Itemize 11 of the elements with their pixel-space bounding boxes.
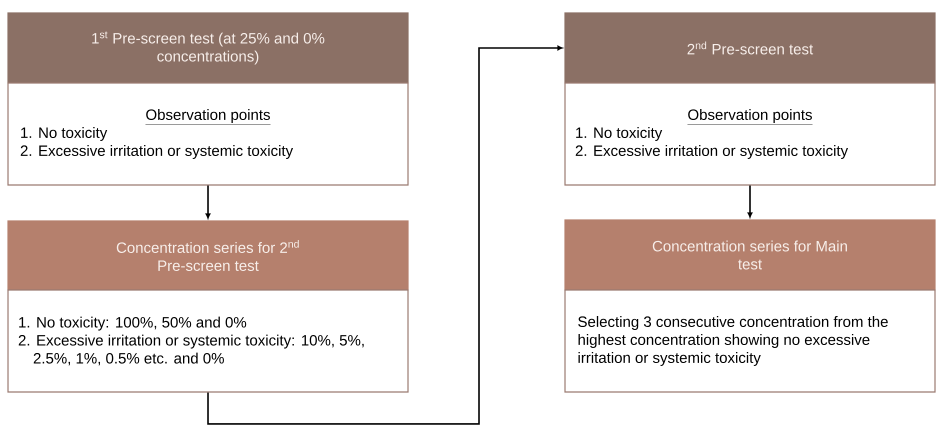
- text-box: Observation points 1. No toxicity 2. Excessive irritation or systemic toxicity: [564, 82, 936, 186]
- text-box: Observation points 1. No toxicity 2. Excessive irritation or systemic toxicity: [7, 82, 409, 186]
- header-band: 1$^{st}$ Pre-screen test (at 25% and 0% concentrations): [7, 12, 409, 84]
- text-box: Selecting 3 consecutive concentration from the highest concentration showing no excessive irritation or systemic toxicity: [564, 289, 936, 393]
- arrow: [207, 46, 563, 425]
- header-band: Concentration series for Main test: [564, 219, 936, 291]
- header-band: 2$^{nd}$ Pre-screen test: [564, 12, 936, 84]
- text-box: 1. No toxicity: 100%, 50% and 0% 2. Excessive irritation or systemic toxicity: 10%, 5%, 2.5%, 1%, 0.5% etc. and 0%: [7, 289, 409, 393]
- arrow: [748, 186, 752, 218]
- arrow: [206, 186, 210, 219]
- header-band: Concentration series for 2$^{nd}$ Pre-screen test: [7, 220, 409, 291]
